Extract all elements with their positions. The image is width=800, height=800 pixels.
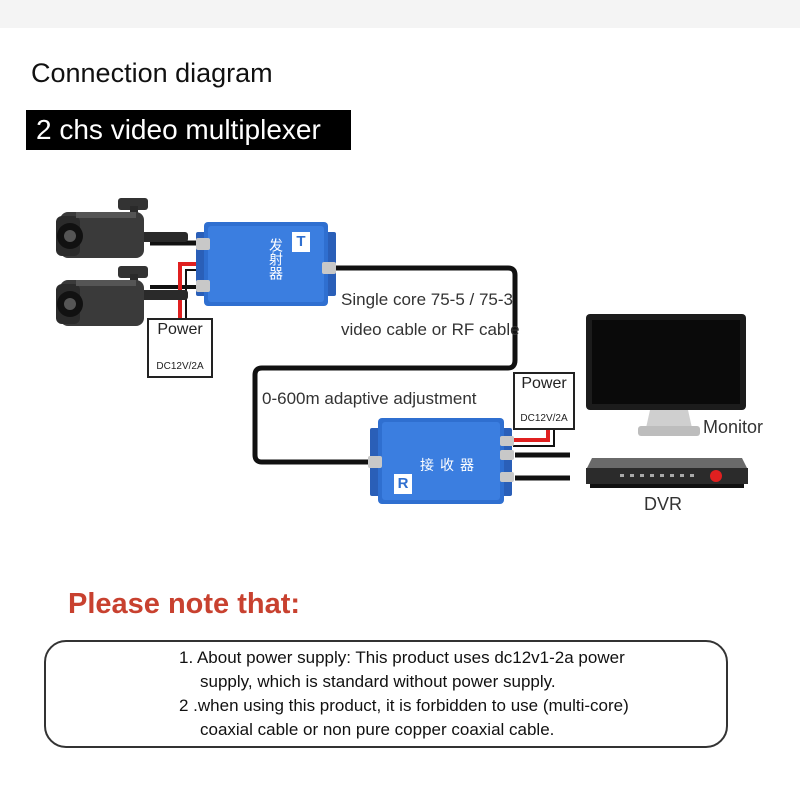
power-box-right: Power DC12V/2A	[513, 372, 575, 430]
power-right-spec: DC12V/2A	[520, 413, 568, 424]
transmitter-device	[196, 222, 336, 306]
cable-label-line2: video cable or RF cable	[341, 320, 520, 339]
power-left-spec: DC12V/2A	[156, 361, 204, 372]
note-line-4: coaxial cable or non pure copper coaxial…	[200, 720, 555, 739]
receiver-badge: R	[397, 475, 409, 492]
power-box-left: Power DC12V/2A	[147, 318, 213, 378]
note-line-1: 1. About power supply: This product uses…	[179, 648, 625, 667]
receiver-device	[368, 418, 514, 504]
cable-label-line1: Single core 75-5 / 75-3	[341, 290, 513, 309]
adaptive-label: 0-600m adaptive adjustment	[262, 389, 477, 408]
camera-icon	[56, 266, 188, 326]
receiver-text: 接收器	[420, 457, 480, 473]
dvr-icon	[586, 458, 748, 488]
note-line-2: supply, which is standard without power …	[200, 672, 556, 691]
top-strip	[0, 0, 800, 28]
monitor-label: Monitor	[703, 417, 764, 437]
monitor-icon	[586, 314, 746, 436]
coax-cables	[150, 240, 570, 481]
page-heading: Connection diagram	[31, 58, 273, 88]
power-left-title: Power	[157, 321, 203, 338]
dvr-label: DVR	[644, 494, 683, 514]
camera-icon	[56, 198, 188, 258]
power-right-title: Power	[521, 375, 567, 392]
note-title: Please note that:	[68, 588, 301, 620]
transmitter-text: 发射器	[268, 238, 284, 280]
subtitle-bar: 2 chs video multiplexer	[26, 110, 351, 150]
note-box: 1. About power supply: This product uses…	[44, 640, 728, 748]
note-line-3: 2 .when using this product, it is forbid…	[179, 696, 629, 715]
cable-long	[252, 265, 518, 465]
transmitter-badge: T	[296, 233, 306, 250]
subtitle: 2 chs video multiplexer	[36, 114, 321, 145]
